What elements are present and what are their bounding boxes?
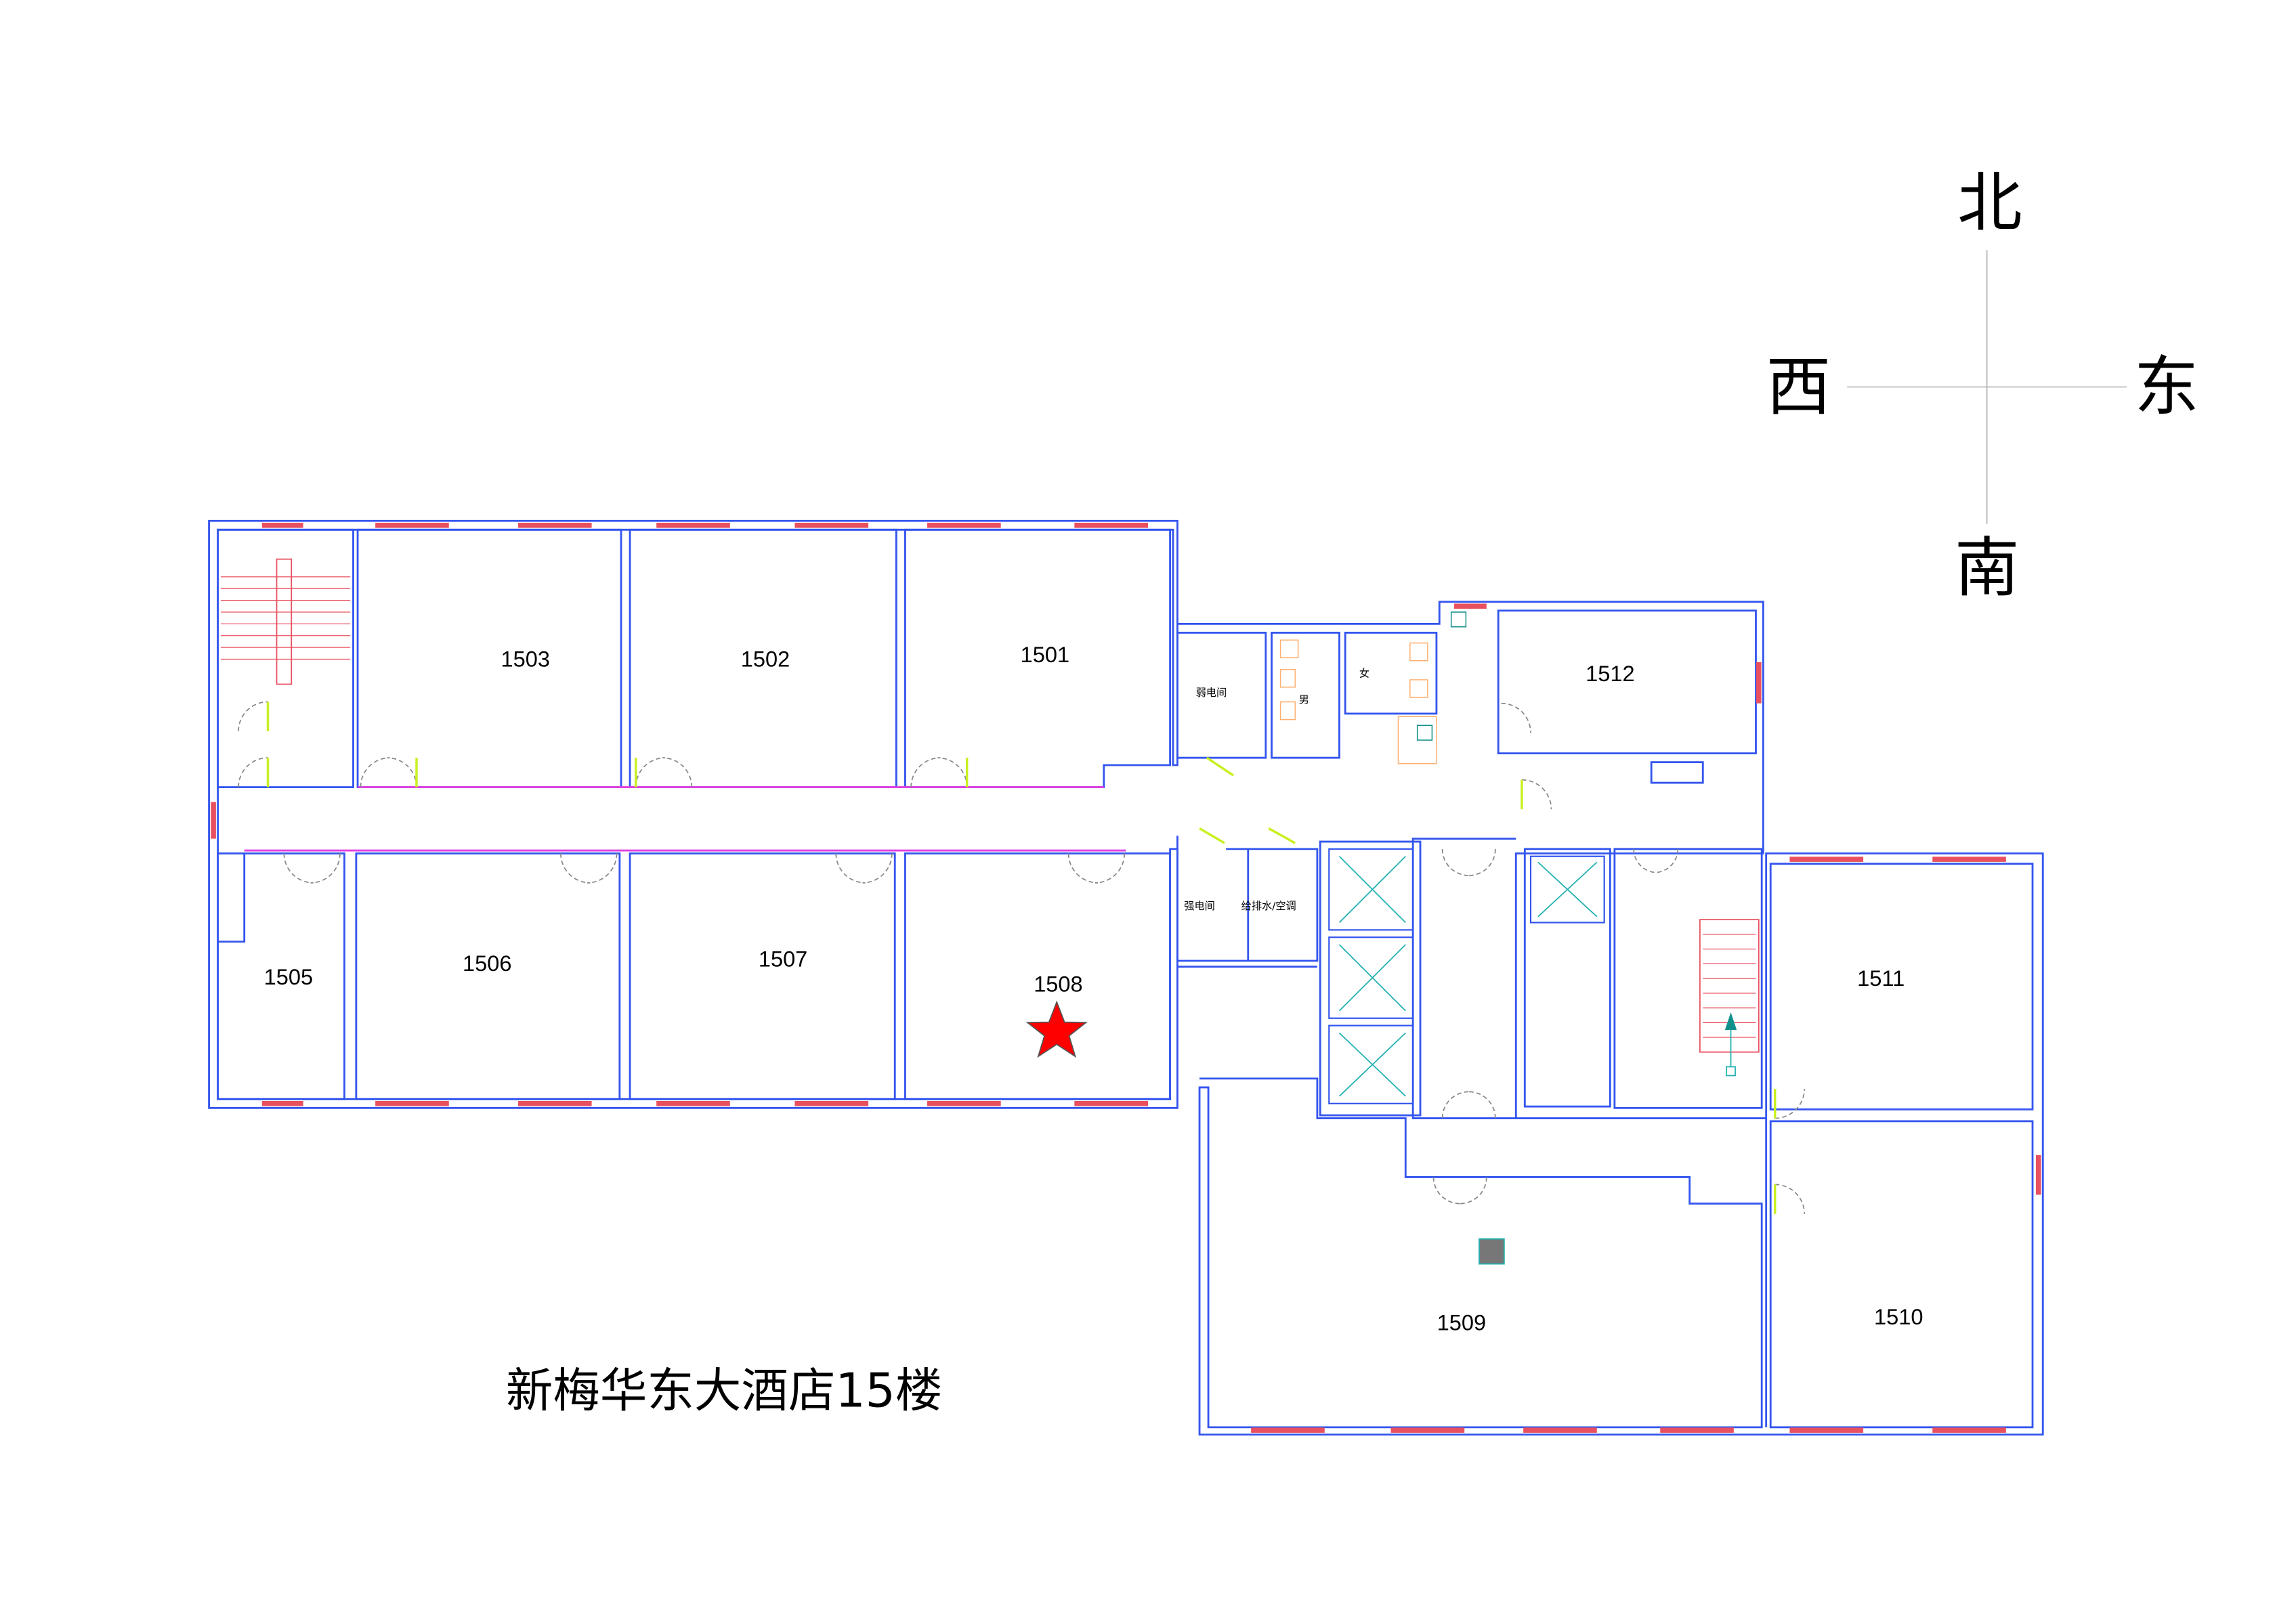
room-1501: 1501 bbox=[1021, 642, 1069, 667]
room-1509: 1509 bbox=[1437, 1310, 1486, 1335]
stair-arrow-icon bbox=[1724, 1012, 1737, 1077]
east-stairs bbox=[1699, 919, 1760, 1053]
compass-west: 西 bbox=[1766, 349, 1831, 425]
column-block bbox=[1479, 1238, 1505, 1265]
label-weak-current-room: 弱电间 bbox=[1196, 687, 1227, 699]
label-plumbing-hvac-room: 给排水/空调 bbox=[1241, 900, 1296, 912]
room-1502: 1502 bbox=[741, 646, 790, 671]
west-stairs bbox=[220, 558, 1756, 1038]
compass-south: 南 bbox=[1955, 529, 2020, 605]
label-male-toilet: 男 bbox=[1299, 694, 1309, 706]
room-1512: 1512 bbox=[1586, 661, 1634, 686]
toilet-fixtures bbox=[1279, 611, 1467, 764]
floor-title: 新梅华东大酒店15楼 bbox=[506, 1363, 943, 1418]
room-1507: 1507 bbox=[759, 947, 807, 972]
room-1503: 1503 bbox=[501, 646, 550, 671]
label-female-toilet: 女 bbox=[1359, 668, 1369, 680]
room-labels: 1503 1502 1501 1512 1505 1506 1507 1508 … bbox=[264, 642, 1923, 1335]
room-1508: 1508 bbox=[1034, 972, 1082, 997]
room-1511: 1511 bbox=[1857, 966, 1905, 991]
compass-east: 东 bbox=[2134, 349, 2199, 425]
label-strong-current-room: 强电间 bbox=[1184, 900, 1215, 912]
location-star-icon bbox=[1025, 1000, 1088, 1058]
room-1506: 1506 bbox=[463, 951, 511, 976]
compass: 北 西 东 南 bbox=[1766, 165, 2199, 605]
windows bbox=[211, 522, 2041, 1433]
room-1510: 1510 bbox=[1874, 1304, 1923, 1329]
doors bbox=[238, 701, 1806, 1214]
compass-north: 北 bbox=[1957, 165, 2022, 240]
walls bbox=[208, 519, 2044, 1436]
room-1505: 1505 bbox=[264, 964, 313, 989]
